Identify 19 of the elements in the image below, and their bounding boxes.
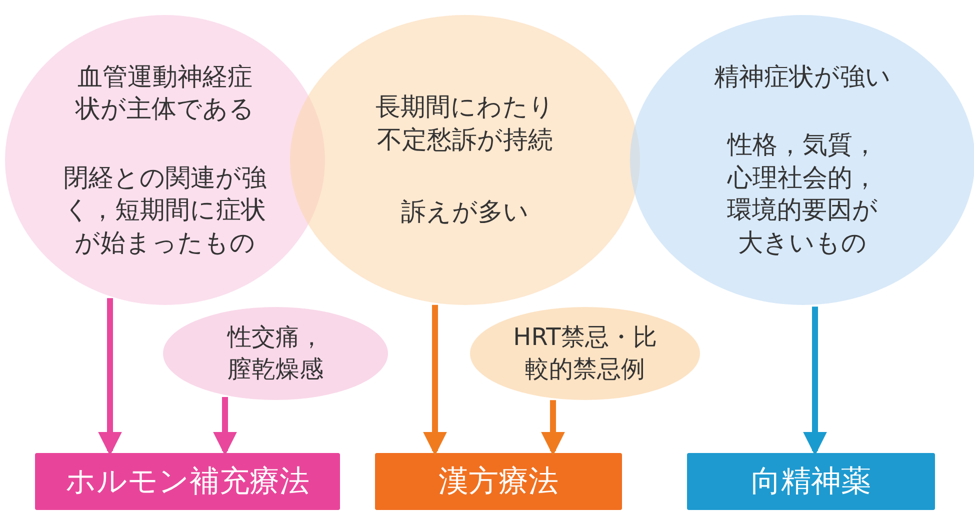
therapy-box (687, 453, 935, 510)
node-text: 性格，気質，心理社会的，環境的要因が大きいもの (726, 129, 879, 259)
therapy-box (35, 453, 340, 510)
node-label: ホルモン補充療法 (66, 463, 310, 501)
node-text: HRT禁忌・比較的禁忌例 (512, 322, 658, 384)
node-text: 閉経との関連が強く，短期間に症状が始まったもの (62, 162, 268, 259)
node-text: 長期間にわたり不定愁訴が持続 (374, 91, 556, 156)
arrow (423, 304, 447, 456)
arrow (98, 298, 122, 456)
arrow (803, 306, 827, 456)
node-text: 血管運動神経症状が主体である (74, 60, 256, 126)
node-text: 性交痛，膣乾燥感 (226, 322, 324, 384)
node-label: 漢方療法 (438, 463, 558, 501)
therapy-box (375, 453, 622, 510)
node-text: 訴えが多い (400, 196, 530, 228)
node-label: 向精神薬 (751, 463, 871, 501)
arrow (541, 400, 565, 456)
node-text: 精神症状が強い (713, 60, 892, 93)
arrow (213, 397, 237, 456)
